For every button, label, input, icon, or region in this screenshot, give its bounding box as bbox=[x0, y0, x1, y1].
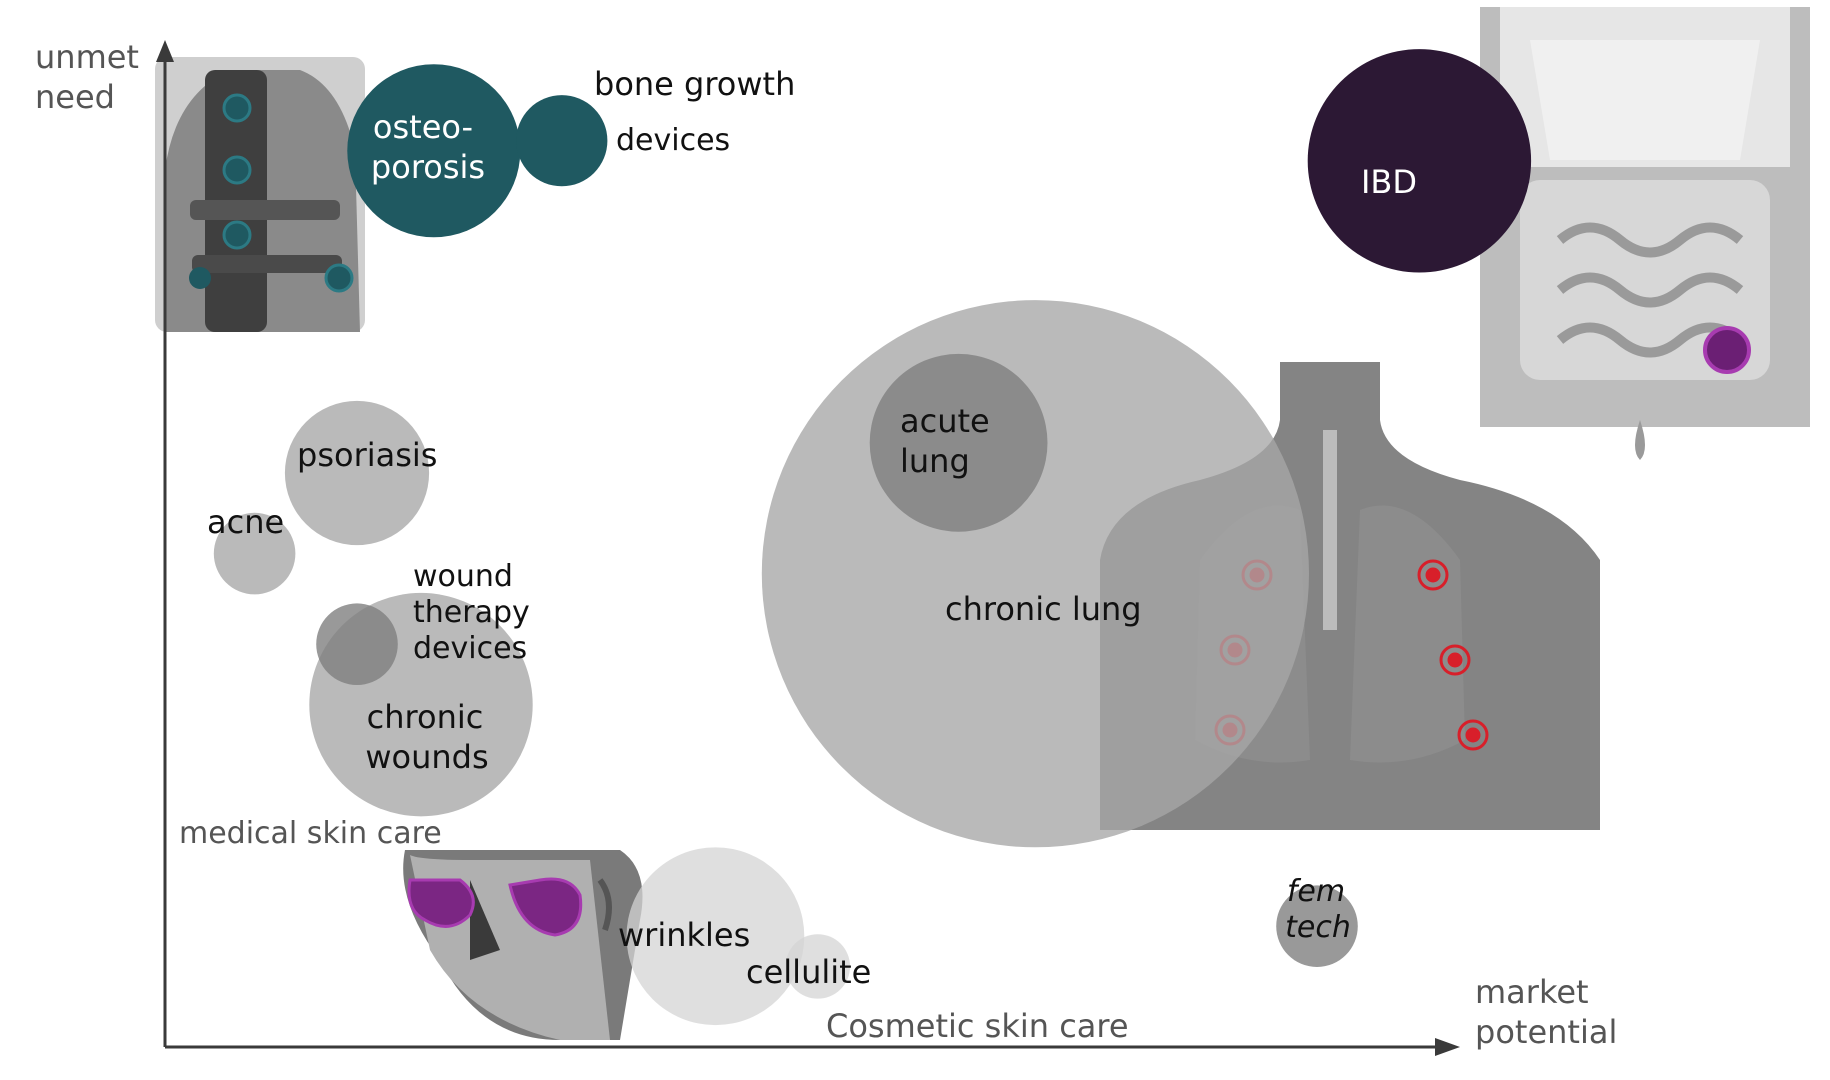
back-brace-illustration bbox=[155, 57, 365, 332]
label-wound-line2: therapy bbox=[413, 595, 530, 630]
bubble-acne bbox=[213, 512, 296, 595]
label-acute-lung-line1: acute bbox=[900, 402, 990, 440]
y-axis-label-line1: unmet bbox=[35, 38, 139, 76]
label-femtech-line2: tech bbox=[1285, 910, 1351, 945]
x-axis-arrow bbox=[1435, 1038, 1460, 1056]
label-psoriasis: psoriasis bbox=[297, 436, 437, 474]
label-devices: devices bbox=[616, 123, 730, 158]
category-annotations: medical skin care Cosmetic skin care bbox=[179, 816, 1129, 1045]
label-ibd: IBD bbox=[1361, 163, 1417, 201]
bubble-bone-growth-devices bbox=[516, 95, 608, 187]
stomach-belt-illustration bbox=[1480, 7, 1810, 460]
face-mask-illustration bbox=[403, 850, 643, 1040]
bubble-psoriasis bbox=[284, 400, 430, 546]
label-wound-line3: devices bbox=[413, 631, 527, 666]
axis-labels: unmet need market potential bbox=[35, 38, 1617, 1051]
bubble-wrinkles bbox=[626, 847, 805, 1026]
label-chronic-wounds-line2: wounds bbox=[365, 738, 488, 776]
bubble-osteo-porosis bbox=[347, 64, 521, 238]
label-wrinkles: wrinkles bbox=[618, 916, 750, 954]
label-cellulite: cellulite bbox=[746, 953, 871, 991]
label-cosmetic-skin-care: Cosmetic skin care bbox=[826, 1007, 1129, 1045]
label-femtech-line1: fem bbox=[1287, 874, 1345, 909]
bubble-cellulite bbox=[785, 934, 851, 999]
axes bbox=[156, 40, 1460, 1056]
bubble-acute-lung bbox=[869, 353, 1048, 532]
label-chronic-wounds-line1: chronic bbox=[367, 698, 484, 736]
y-axis-arrow bbox=[156, 40, 174, 62]
x-axis-label-line2: potential bbox=[1475, 1013, 1617, 1051]
label-medical-skin-care: medical skin care bbox=[179, 816, 442, 851]
x-axis-label-line1: market bbox=[1475, 973, 1589, 1011]
label-acute-lung-line2: lung bbox=[900, 442, 970, 480]
bubble-labels: osteo- porosis bone growth devices IBD p… bbox=[207, 65, 1417, 991]
bubbles-layer bbox=[213, 49, 1532, 1026]
label-bone-growth: bone growth bbox=[594, 65, 795, 103]
label-chronic-lung: chronic lung bbox=[945, 590, 1142, 628]
y-axis-label-line2: need bbox=[35, 78, 115, 116]
label-osteoporosis-line1: osteo- bbox=[373, 108, 473, 146]
bubble-wound-therapy-devices bbox=[316, 603, 398, 685]
bubble-chronic-lung bbox=[761, 300, 1309, 848]
label-osteoporosis-line2: porosis bbox=[371, 148, 485, 186]
bubble-fem-tech bbox=[1276, 885, 1358, 967]
label-wound-line1: wound bbox=[413, 559, 513, 594]
bubble-ibd bbox=[1307, 49, 1532, 273]
label-acne: acne bbox=[207, 503, 284, 541]
